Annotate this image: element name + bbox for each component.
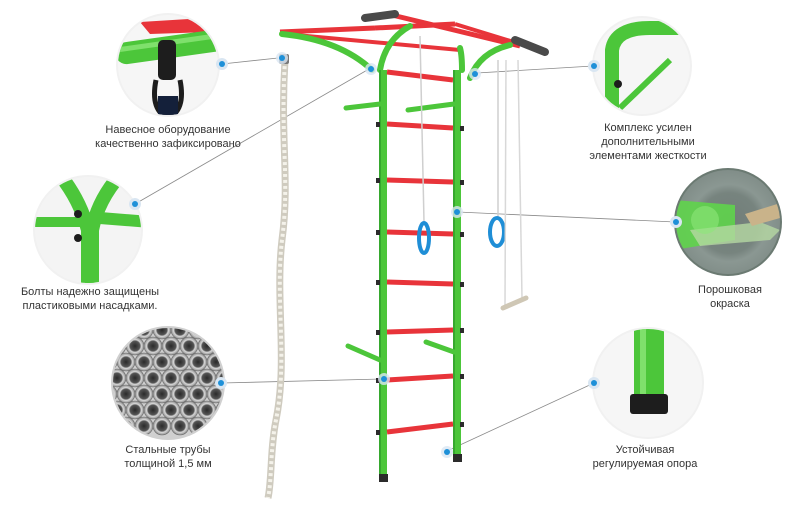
pipe-end <box>179 400 199 420</box>
pipe-end <box>234 401 252 419</box>
detail-photo-powder <box>670 168 782 276</box>
marker-bolts <box>365 63 377 75</box>
gymnastic-rings <box>417 35 506 255</box>
leader-line-hanging <box>221 57 279 65</box>
marker-support <box>441 446 453 458</box>
pipe-end <box>225 385 243 403</box>
leader-line-powder <box>457 211 676 223</box>
pipe-end <box>170 416 190 436</box>
pipe-end <box>234 337 252 355</box>
callout-pipes-line-1: Стальные трубы <box>125 444 211 456</box>
pipe-end <box>143 368 163 388</box>
pipe-end <box>152 328 172 340</box>
pipe-end <box>116 384 136 404</box>
trapeze <box>500 59 529 311</box>
markers <box>276 52 481 458</box>
climbing-rope <box>264 54 289 499</box>
pipe-end <box>116 328 136 340</box>
marker-hanging <box>276 52 288 64</box>
pipe-end <box>143 400 163 420</box>
pipe-end <box>225 321 243 339</box>
pullup-handle-right <box>511 36 549 56</box>
callout-hanging-equipment: Навесное оборудование качественно зафикс… <box>88 123 248 151</box>
callout-reinforced-line-1: Комплекс усилен <box>604 122 692 134</box>
detail-photo-pipes <box>111 321 252 440</box>
top-frame <box>279 10 549 56</box>
leader-line-pipes <box>221 378 384 384</box>
callout-reinforced-line-2: дополнительными <box>601 136 695 148</box>
marker-powder <box>451 206 463 218</box>
pipe-end <box>113 328 118 340</box>
pipe-end <box>113 368 127 388</box>
callout-support-line-1: Устойчивая <box>615 444 675 456</box>
marker-reinforced <box>469 68 481 80</box>
callout-powder-line-2: окраска <box>710 298 750 310</box>
callout-steel-pipes: Стальные трубы толщиной 1,5 мм <box>93 443 243 471</box>
pipe-end <box>215 400 223 420</box>
pipe-end <box>143 336 163 356</box>
pipe-end <box>206 328 223 340</box>
pipe-end <box>113 416 118 436</box>
pipe-end <box>188 384 208 404</box>
pipe-end <box>134 416 154 436</box>
callout-reinforced: Комплекс усилен дополнительными элемента… <box>578 121 718 163</box>
pipe-end <box>179 336 199 356</box>
pipe-end <box>152 384 172 404</box>
pipe-end <box>125 336 145 356</box>
leader-line-support <box>446 382 595 452</box>
callout-powder-line-1: Порошковая <box>698 284 762 296</box>
pipe-end <box>161 336 181 356</box>
pipe-end <box>179 368 199 388</box>
callout-bolts-line-2: пластиковыми насадками. <box>22 300 158 312</box>
pipe-end <box>125 368 145 388</box>
pipe-end <box>197 368 217 388</box>
leader-lines <box>134 57 676 452</box>
callout-hanging-line-2: качественно зафиксировано <box>95 138 241 150</box>
pipe-end <box>225 353 243 371</box>
pipe-end <box>161 368 181 388</box>
pipe-end <box>170 384 190 404</box>
pipe-end <box>234 369 252 387</box>
pipe-end <box>197 336 217 356</box>
pipe-end <box>152 416 172 436</box>
callout-support-line-2: регулируемая опора <box>592 458 698 470</box>
callout-bolts: Болты надежно защищены пластиковыми наса… <box>10 285 170 313</box>
marker-pipes <box>378 373 390 385</box>
pipe-end <box>113 336 127 356</box>
pipe-end <box>134 384 154 404</box>
callout-support: Устойчивая регулируемая опора <box>580 443 710 471</box>
callout-bolts-line-1: Болты надежно защищены <box>20 286 160 298</box>
pipe-end <box>134 352 154 372</box>
pullup-handle-left <box>361 10 399 22</box>
detail-photo-bolts <box>33 175 143 285</box>
pipe-end <box>225 417 243 435</box>
pipe-end <box>215 336 223 356</box>
callout-powder-coating: Порошковая окраска <box>670 283 790 311</box>
pipe-end <box>188 352 208 372</box>
detail-photo-hanging <box>116 13 228 117</box>
pipe-end <box>152 352 172 372</box>
leader-line-bolts <box>134 68 370 205</box>
callout-reinforced-line-3: элементами жесткости <box>589 150 707 162</box>
pipe-end <box>170 352 190 372</box>
pipe-end <box>161 400 181 420</box>
detail-photo-reinforced <box>588 16 692 116</box>
leader-line-reinforced <box>476 65 594 74</box>
callout-pipes-line-2: толщиной 1,5 мм <box>124 458 212 470</box>
pipe-end <box>125 400 145 420</box>
ladder <box>343 69 464 482</box>
detail-photo-support <box>588 327 704 439</box>
callout-hanging-line-1: Навесное оборудование <box>105 124 231 136</box>
